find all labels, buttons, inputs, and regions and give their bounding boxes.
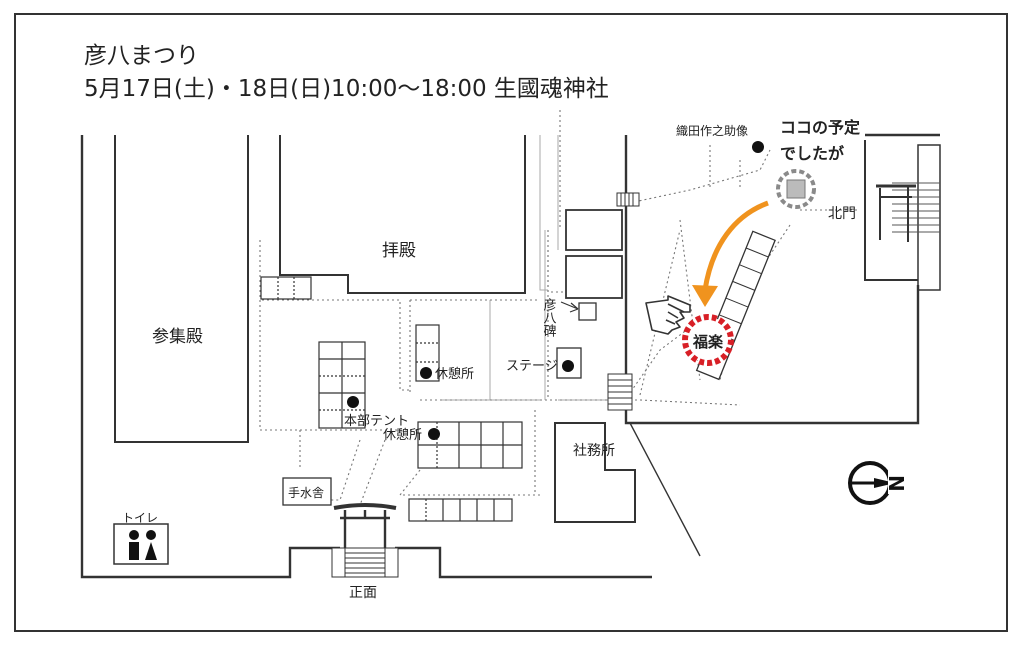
north-letter: N (884, 475, 908, 492)
shamusho-label: 社務所 (573, 443, 615, 459)
stairs-middle (607, 373, 633, 411)
sanshuden-label: 参集殿 (152, 327, 203, 347)
pointing-hand-icon (645, 295, 691, 335)
planned-location-booth (786, 179, 806, 199)
building-small-2 (565, 255, 623, 299)
lane-lines (440, 135, 620, 401)
shamusho-building (554, 422, 636, 523)
relocation-arrow (702, 200, 769, 291)
monument-pointer-arrow (560, 301, 579, 310)
event-date-venue: 5月17日(土)・18日(日)10:00〜18:00 生國魂神社 (84, 76, 609, 102)
stairs-top (616, 192, 640, 207)
dotted-paths (259, 110, 860, 506)
planned-note-line1: ココの予定 (780, 118, 860, 137)
main-torii-icon (333, 503, 397, 548)
honbu-marker (347, 396, 359, 408)
tent-row-top-left (260, 276, 312, 300)
building-small-1 (565, 209, 623, 251)
shomen-label: 正面 (349, 585, 377, 601)
oda-statue-marker (752, 141, 764, 153)
oda-statue-label: 織田作之助像 (676, 124, 748, 138)
road-line (629, 422, 701, 557)
monument-pointer-head (569, 302, 579, 313)
temizuya-box (282, 477, 332, 506)
hikohachi-monument (578, 302, 597, 321)
toilet-label: トイレ (122, 511, 158, 525)
tent-block-honbu (318, 341, 366, 429)
stage-label: ステージ (506, 359, 558, 374)
fukuraku-ring (682, 314, 734, 366)
tent-row-bottom (408, 498, 513, 522)
north-gate-building (864, 140, 941, 291)
kitamon-label: 北門 (828, 206, 856, 222)
temizuya-label: 手水舎 (288, 486, 324, 500)
relocation-arrow-head (692, 285, 718, 307)
north-torii-icon (876, 184, 916, 242)
honbu-label: 本部テント (344, 414, 409, 429)
stage-marker (562, 360, 574, 372)
fukuraku-label: 福楽 (692, 333, 724, 351)
site-boundary (80, 133, 940, 579)
kyukei1-label: 休憩所 (435, 366, 474, 382)
main-stairs (331, 547, 399, 578)
kyukei2-marker (428, 428, 440, 440)
tent-block-kyukei2 (417, 421, 523, 469)
kyukei2-label: 休憩所 (383, 427, 422, 443)
haiden-building (279, 135, 526, 294)
event-title: 彦八まつり (84, 43, 199, 69)
north-compass-icon: N (848, 461, 908, 505)
toilet-icon (129, 530, 157, 560)
map-frame (14, 13, 1008, 632)
haiden-label: 拝殿 (382, 241, 416, 261)
sanshuden-building (114, 135, 249, 443)
tent-block-kyukei1 (415, 324, 440, 382)
planned-note-line2: でしたが (780, 144, 844, 163)
toilet-box (113, 523, 169, 565)
kyukei1-marker (420, 367, 432, 379)
hikohachi-monument-label: 彦八碑 (541, 297, 557, 337)
